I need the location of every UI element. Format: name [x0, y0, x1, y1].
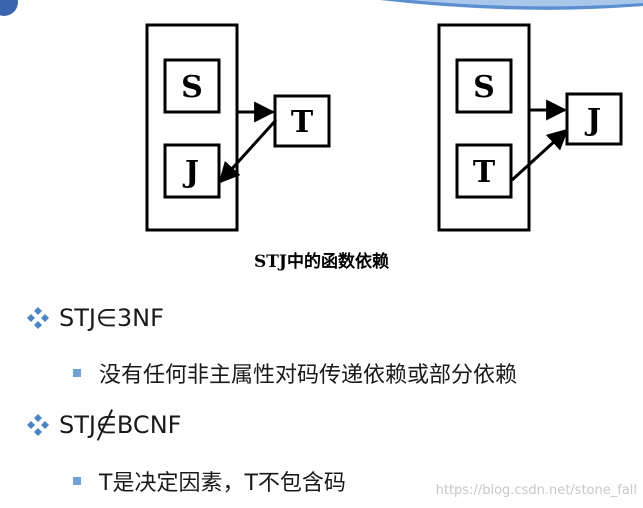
diamond-bullet-icon	[27, 307, 49, 329]
right-outer-box	[437, 23, 531, 232]
left-box-s	[163, 58, 221, 114]
diagram-caption: STJ中的函数依赖	[254, 252, 389, 272]
bullet-suffix: 3NF	[116, 304, 164, 332]
left-outer-box	[145, 23, 239, 232]
sub-bullet-bcnf-reason: T是决定因素，T不包含码	[73, 465, 346, 497]
sub-bullet-3nf-reason: 没有任何非主属性对码传递依赖或部分依赖	[73, 357, 517, 389]
square-bullet-icon	[73, 369, 81, 377]
not-element-of-symbol: ∈	[95, 409, 117, 441]
bullet-stj-3nf: STJ∈3NF	[25, 304, 164, 332]
right-label-j: J	[584, 103, 601, 138]
dependency-diagram: S J T S T J	[145, 23, 623, 232]
header-decoration	[0, 0, 643, 16]
bullet-suffix: BCNF	[116, 411, 182, 439]
left-arrow-t-to-j	[218, 118, 278, 184]
left-label-s: S	[181, 70, 203, 105]
corner-circle-icon	[0, 0, 18, 16]
bullet-stj-bcnf: STJ∈BCNF	[25, 409, 182, 441]
square-bullet-icon	[73, 477, 81, 485]
left-label-j: J	[182, 155, 199, 190]
right-label-t: T	[473, 155, 496, 190]
bullet-prefix: STJ	[59, 411, 96, 439]
left-box-j	[163, 143, 221, 199]
right-label-s: S	[473, 70, 495, 105]
element-of-symbol: ∈	[95, 304, 117, 332]
diamond-bullet-icon	[27, 414, 49, 436]
right-arrow-t-to-j	[510, 128, 569, 182]
left-box-t	[273, 94, 331, 148]
left-label-t: T	[291, 105, 314, 140]
right-box-t	[455, 143, 513, 199]
sub-bullet-text: T是决定因素，T不包含码	[99, 471, 346, 496]
watermark: https://blog.csdn.net/stone_fall	[435, 483, 637, 498]
right-box-s	[455, 58, 513, 114]
sub-bullet-text: 没有任何非主属性对码传递依赖或部分依赖	[99, 363, 518, 388]
bullet-prefix: STJ	[59, 304, 96, 332]
